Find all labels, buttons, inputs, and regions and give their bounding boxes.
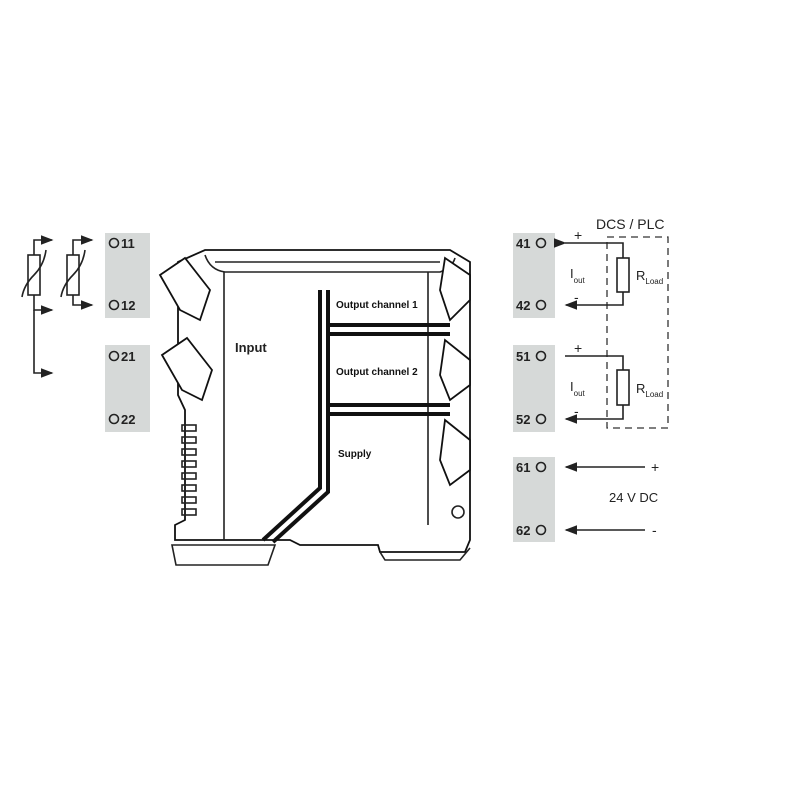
isolator-device <box>158 249 471 566</box>
terminal-62[interactable]: 62 <box>516 523 547 538</box>
supply-minus-sign: - <box>652 522 657 538</box>
dcs-plc-label: DCS / PLC <box>596 216 664 232</box>
svg-text:62: 62 <box>516 523 530 538</box>
svg-text:41: 41 <box>516 236 530 251</box>
terminal-11[interactable]: 11 <box>108 236 135 251</box>
minus-sign: - <box>574 289 579 305</box>
terminal-21[interactable]: 21 <box>108 349 136 364</box>
svg-text:52: 52 <box>516 412 530 427</box>
rtd-sensor-2wire <box>60 235 94 310</box>
input-label: Input <box>235 340 267 355</box>
minus-sign: - <box>574 403 579 419</box>
rtd-sensor-3wire <box>21 235 54 378</box>
terminal-22[interactable]: 22 <box>108 412 136 427</box>
svg-text:21: 21 <box>121 349 135 364</box>
supply-label: Supply <box>338 449 372 460</box>
svg-text:11: 11 <box>121 236 135 251</box>
output-channel-2-label: Output channel 2 <box>336 367 418 378</box>
terminal-51[interactable]: 51 <box>516 349 547 364</box>
terminal-block-5 <box>513 457 555 542</box>
output-channel-1-label: Output channel 1 <box>336 300 418 311</box>
terminal-block-4 <box>513 345 555 432</box>
load-loop-2 <box>564 355 630 424</box>
plus-sign: + <box>574 340 582 356</box>
svg-text:42: 42 <box>516 298 530 313</box>
iout-label: Iout <box>570 266 586 285</box>
svg-text:12: 12 <box>121 298 135 313</box>
svg-text:22: 22 <box>121 412 135 427</box>
terminal-block-2 <box>105 345 150 432</box>
terminal-52[interactable]: 52 <box>516 412 547 427</box>
terminal-42[interactable]: 42 <box>516 298 547 313</box>
iout-label: Iout <box>570 379 586 398</box>
dcs-plc-boundary <box>606 236 669 429</box>
supply-voltage-label: 24 V DC <box>609 490 658 505</box>
terminal-61[interactable]: 61 <box>516 460 547 475</box>
svg-text:61: 61 <box>516 460 530 475</box>
terminal-12[interactable]: 12 <box>108 298 136 313</box>
rload-label: RLoad <box>636 268 663 286</box>
rload-label: RLoad <box>636 381 663 399</box>
terminal-block-3 <box>513 233 555 318</box>
terminal-41[interactable]: 41 <box>516 236 547 251</box>
supply-plus-sign: + <box>651 459 659 475</box>
svg-text:51: 51 <box>516 349 530 364</box>
plus-sign: + <box>574 227 582 243</box>
load-loop-1 <box>553 238 630 310</box>
